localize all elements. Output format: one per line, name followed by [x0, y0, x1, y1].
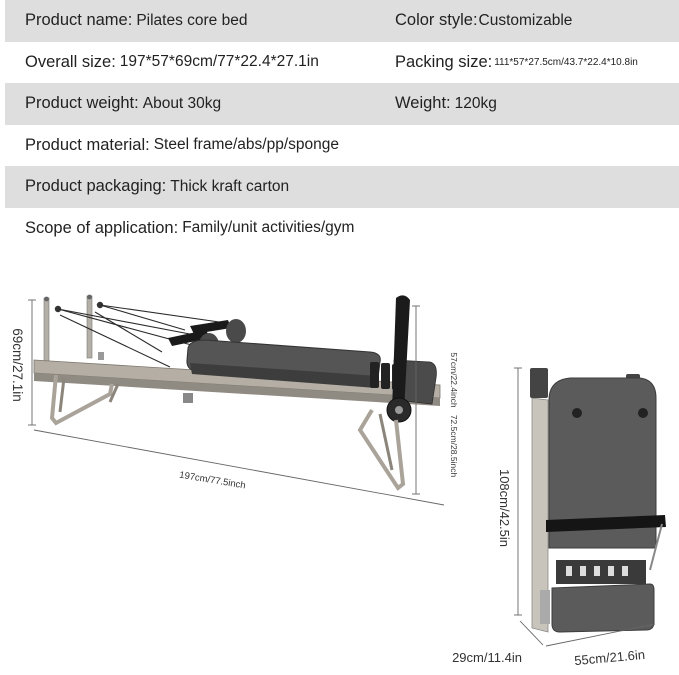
spec-value: Steel frame/abs/pp/sponge	[153, 136, 339, 154]
pulley-icon	[87, 294, 92, 300]
spec-label: Product weight:	[25, 94, 139, 113]
spec-row-1: Product name: Pilates core bed Color sty…	[5, 0, 679, 42]
dim-bed-width: 57cm/22.4inch	[449, 352, 459, 408]
pulley-icon	[44, 296, 49, 302]
front-legs	[49, 374, 114, 426]
folded-spring-marks	[566, 566, 628, 576]
spec-scope-of-application: Scope of application: Family/unit activi…	[25, 208, 354, 250]
dim-bed-length: 197cm/77.5inch	[178, 470, 246, 492]
folded-dimension-lines	[514, 367, 656, 647]
folded-board	[548, 377, 657, 549]
spec-product-material: Product material: Steel frame/abs/pp/spo…	[25, 125, 339, 167]
folded-depth-line	[519, 620, 544, 646]
folded-strap-rod	[649, 523, 663, 571]
footbar-upright	[392, 295, 410, 412]
rear-legs	[357, 408, 406, 491]
pilates-bed-drawing	[33, 294, 441, 491]
spec-table: Product name: Pilates core bed Color sty…	[5, 0, 679, 249]
spec-label: Product material:	[25, 135, 150, 154]
spec-label: Scope of application:	[25, 218, 179, 237]
spec-product-name: Product name: Pilates core bed	[25, 0, 247, 42]
spec-row-3: Product weight: About 30kg Weight: 120kg	[5, 83, 679, 125]
folded-top-handle	[530, 368, 548, 398]
spec-label: Overall size:	[25, 52, 116, 71]
folded-strap	[546, 515, 666, 532]
spec-color-style: Color style: Customizable	[395, 0, 572, 42]
strap	[190, 320, 231, 334]
spec-overall-size: Overall size: 197*57*69cm/77*22.4*27.1in	[25, 42, 319, 84]
folded-lower-board	[551, 583, 655, 633]
spec-value: Customizable	[478, 11, 573, 29]
spec-value: Thick kraft carton	[170, 177, 290, 195]
spec-label: Product name:	[25, 11, 133, 30]
length-line	[33, 429, 445, 506]
hinge-bolt	[395, 406, 403, 414]
rear-leg-inner	[378, 413, 394, 471]
dim-bed-height: 69cm/27.1in	[10, 328, 25, 402]
spec-product-weight: Product weight: About 30kg	[25, 83, 221, 125]
folded-width-line	[545, 623, 656, 647]
spec-row-5: Product packaging: Thick kraft carton	[5, 166, 679, 208]
dim-folded-height: 108cm/42.5in	[497, 469, 512, 547]
spec-row-2: Overall size: 197*57*69cm/77*22.4*27.1in…	[5, 42, 679, 84]
frame-rail-side	[34, 373, 440, 406]
bed-dimension-lines	[28, 299, 445, 506]
frame-bracket	[98, 352, 104, 360]
spec-value: 111*57*27.5cm/43.7*22.4*10.8in	[494, 56, 638, 68]
folded-frame-side	[531, 397, 549, 633]
spec-value: About 30kg	[142, 94, 222, 112]
spec-weight: Weight: 120kg	[395, 83, 497, 125]
front-leg-inner	[58, 377, 66, 413]
spec-product-packaging: Product packaging: Thick kraft carton	[25, 166, 289, 208]
spec-label: Weight:	[395, 94, 451, 113]
spec-value: Pilates core bed	[136, 11, 248, 29]
strap	[168, 330, 210, 346]
frame-bracket	[183, 393, 193, 403]
spec-row-6: Scope of application: Family/unit activi…	[5, 208, 679, 250]
spec-label: Color style:	[395, 11, 478, 30]
spec-value: 197*57*69cm/77*22.4*27.1in	[119, 53, 319, 71]
board-knob	[638, 408, 648, 418]
shoulder-block	[226, 319, 246, 343]
carriage-base	[190, 363, 378, 388]
dim-folded-width: 55cm/21.6in	[574, 647, 646, 668]
spec-row-4: Product material: Steel frame/abs/pp/spo…	[5, 125, 679, 167]
spec-value: 120kg	[454, 94, 497, 112]
dim-bed-seat-height: 72.5cm/28.5inch	[449, 415, 459, 478]
spec-packing-size: Packing size: 111*57*27.5cm/43.7*22.4*10…	[395, 42, 638, 84]
tower-post-right	[86, 295, 93, 359]
spec-label: Product packaging:	[25, 177, 167, 196]
dim-folded-depth: 29cm/11.4in	[452, 650, 522, 665]
front-leg-inner	[108, 383, 120, 403]
folded-wheel-bracket	[540, 590, 550, 624]
spec-value: Family/unit activities/gym	[182, 219, 355, 237]
spec-label: Packing size:	[395, 52, 493, 71]
board-knob	[572, 408, 582, 418]
folded-bed-drawing	[530, 368, 666, 633]
